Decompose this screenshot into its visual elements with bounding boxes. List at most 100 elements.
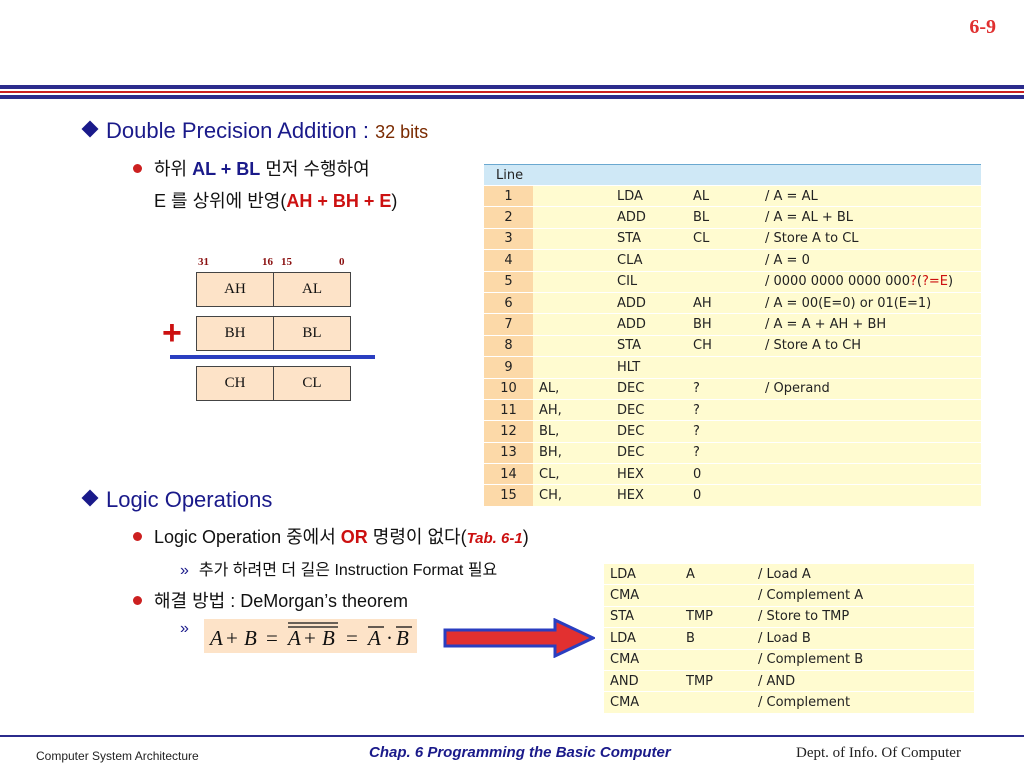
logic-operand: TMP	[680, 606, 752, 629]
logic-opcode: LDA	[604, 564, 680, 586]
program-operand-text: 0	[693, 488, 702, 504]
logic-comment: / Complement	[752, 691, 974, 714]
program-label-text: BH,	[539, 445, 562, 461]
program-label-text: AL,	[539, 381, 560, 397]
program-opcode-text: LDA	[617, 188, 643, 204]
footer-left: Computer System Architecture	[36, 749, 199, 763]
footer-center: Chap. 6 Programming the Basic Computer	[369, 744, 671, 761]
program-line-number: 15	[484, 484, 533, 507]
program-operand: ?	[687, 420, 759, 443]
logic-comment: / Store to TMP	[752, 606, 974, 629]
program-comment: / Store A to CH	[759, 335, 981, 358]
bit-31: 31	[198, 256, 209, 268]
program-comment	[759, 463, 981, 486]
program-line-number-text: 9	[504, 359, 513, 375]
register-ah: AH	[197, 273, 274, 306]
program-label	[533, 206, 611, 229]
program-operand: ?	[687, 442, 759, 465]
program-opcode: HEX	[611, 484, 687, 507]
program-line-number-text: 15	[500, 488, 517, 504]
program-line-number-text: 14	[500, 466, 517, 482]
program-label: AH,	[533, 399, 611, 422]
program-line-number: 6	[484, 292, 533, 315]
program-comment-text: / A = A + AH + BH	[765, 317, 887, 333]
program-opcode-text: HEX	[617, 466, 644, 482]
program-line-number: 10	[484, 378, 533, 400]
program-label	[533, 356, 611, 379]
program-operand-text: AH	[693, 295, 712, 311]
program-label: BL,	[533, 420, 611, 443]
program-comment-text: / Store A to CH	[765, 338, 862, 354]
logic-operand	[680, 649, 752, 671]
program-annot-mark: ?	[909, 274, 917, 290]
program-comment	[759, 420, 981, 443]
program-label	[533, 335, 611, 358]
logic-subsub-text: 추가 하려면 더 길은 Instruction Format 필요	[198, 562, 498, 579]
program-label-text: BL,	[539, 423, 560, 439]
program-comment-text: / A = 0	[765, 252, 810, 268]
logic-operand: TMP	[680, 670, 752, 693]
logic-row: CMA/ Complement A	[604, 584, 974, 607]
program-opcode: DEC	[611, 442, 687, 465]
program-comment: / 0000 0000 0000 000?(?=E)	[759, 271, 981, 293]
diamond-bullet-icon	[81, 120, 99, 138]
program-opcode-text: DEC	[617, 402, 645, 418]
formula-b1: B	[244, 626, 257, 650]
program-opcode-text: HLT	[617, 359, 641, 375]
program-opcode: DEC	[611, 420, 687, 443]
program-line-number-text: 8	[504, 338, 513, 354]
formula-eq2: =	[346, 626, 358, 650]
program-header-row: Line	[484, 164, 981, 186]
program-comment-text: / A = AL + BL	[765, 210, 854, 226]
program-line-number: 8	[484, 335, 533, 358]
program-comment	[759, 484, 981, 507]
program-annot-red: ?=E	[921, 274, 948, 290]
program-label	[533, 185, 611, 208]
program-opcode: DEC	[611, 378, 687, 400]
logic-subsub-1: »추가 하려면 더 길은 Instruction Format 필요	[180, 556, 497, 580]
logic-comment: / Load B	[752, 627, 974, 650]
program-comment: / Store A to CL	[759, 228, 981, 251]
dpa-line1-bold: AL + BL	[192, 159, 261, 179]
formula-plus1: +	[226, 626, 238, 650]
program-annot-close: )	[947, 274, 954, 290]
footer-right: Dept. of Info. Of Computer	[796, 745, 961, 761]
program-opcode-text: ADD	[617, 295, 646, 311]
register-a: AH AL	[196, 272, 351, 307]
program-row: 15 CH,HEX 0	[484, 484, 981, 507]
program-opcode-text: DEC	[617, 423, 645, 439]
dpa-line1-post: 먼저 수행하여	[260, 159, 370, 179]
program-line-number: 3	[484, 228, 533, 251]
sum-line	[170, 355, 375, 359]
program-operand-text: AL	[693, 188, 710, 204]
header-rule-top	[0, 85, 1024, 89]
logic-sub1-post: )	[522, 527, 529, 547]
register-c: CH CL	[196, 366, 351, 401]
bit-15: 15	[281, 256, 292, 268]
program-comment	[759, 442, 981, 465]
program-operand: CL	[687, 228, 759, 251]
program-opcode-text: DEC	[617, 445, 645, 461]
logic-comment: / Load A	[752, 564, 974, 586]
red-dot-bullet-icon	[133, 596, 142, 605]
program-label: BH,	[533, 442, 611, 465]
logic-operand: B	[680, 627, 752, 650]
program-label: CH,	[533, 484, 611, 507]
program-opcode: ADD	[611, 206, 687, 229]
program-line-number: 1	[484, 185, 533, 208]
dpa-title: Double Precision Addition :	[106, 118, 376, 143]
logic-opcode: LDA	[604, 627, 680, 650]
logic-comment: / Complement A	[752, 584, 974, 607]
program-opcode-text: STA	[617, 338, 642, 354]
logic-row: CMA/ Complement	[604, 691, 974, 714]
program-line-number-text: 4	[504, 252, 513, 268]
